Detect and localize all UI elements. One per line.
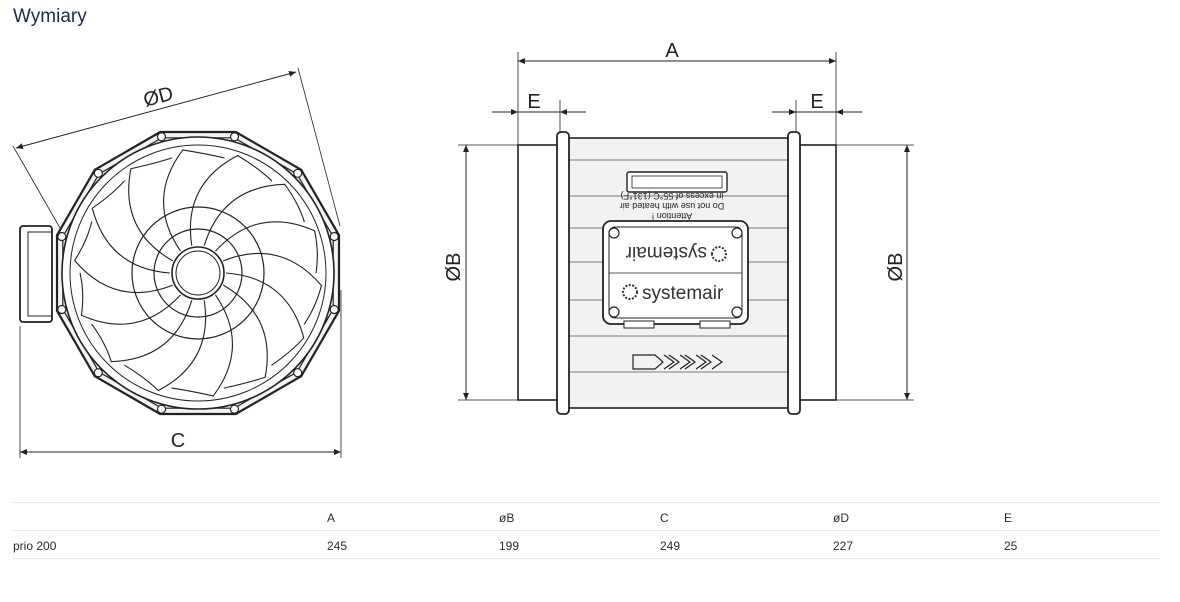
fan-blade [163,149,225,252]
bolt [329,304,339,315]
fan-blade [203,183,305,246]
terminal-box: systemair systemair [602,220,749,329]
fan-blade [91,180,171,274]
label-d: ØD [141,83,176,112]
dimension-e-right: E [772,91,862,132]
bolt [229,404,240,414]
table-header: øD [833,511,849,525]
bolt [93,368,103,378]
label-e-right: E [810,91,823,113]
bolt [229,132,240,142]
table-cell: 249 [660,539,681,553]
bolt [57,304,67,315]
fan-blade [215,221,318,274]
label-c: C [171,430,185,452]
svg-text:Do not use with heated air: Do not use with heated air [620,201,725,211]
bolt [329,231,339,242]
fan-blade [171,294,233,397]
dimensions-table: A øB C øD E prio 200 245 199 249 227 25 [13,502,1160,559]
svg-text:systemair: systemair [642,283,724,304]
label-b-left: ØB [443,253,465,282]
dimension-e-left: E [492,91,586,132]
fan-blade [128,157,174,262]
svg-text:in excess of 55°C (131°F): in excess of 55°C (131°F) [621,191,724,201]
bolt [293,168,303,178]
label-b-right: ØB [885,253,907,282]
dimension-a: A [517,40,837,145]
fan-blade [73,221,173,293]
brand-logo-upside-down: systemair [625,242,727,263]
table-header: øB [499,511,515,525]
fan-side-view: Attention ! Do not use with heated air i… [517,131,837,415]
svg-text:Attention !: Attention ! [652,211,693,221]
bolt [57,231,67,242]
table-cell: 245 [327,539,348,553]
fan-impeller [73,149,322,397]
table-row: prio 200 245 199 249 227 25 [13,530,1160,559]
table-header-row: A øB C øD E [13,502,1160,530]
table-cell-model: prio 200 [13,539,57,553]
fan-blade [225,272,305,366]
svg-text:systemair: systemair [625,242,707,263]
warning-label: Attention ! Do not use with heated air i… [620,191,725,221]
fan-blade [189,154,273,246]
table-cell: 227 [833,539,854,553]
dimension-b-left: ØB [443,144,518,401]
airflow-arrows [632,354,724,370]
label-a: A [665,40,679,62]
table-header: C [660,511,669,525]
dimension-c: C [19,290,342,458]
dimension-b-right: ØB [836,144,914,401]
fan-blade [79,272,181,325]
brand-logo: systemair [622,283,724,304]
fan-blade [223,253,322,325]
fan-front-view [19,130,341,416]
table-header: E [1004,511,1013,525]
bolt [156,404,167,414]
table-cell: 25 [1004,539,1018,553]
label-e-left: E [527,91,540,113]
page-title: Wymiary [13,6,87,27]
bolt [156,132,167,142]
table-header: A [327,511,336,525]
dimension-drawing: ØD C Attention ! Do not use with heated … [12,40,914,458]
fan-blade [123,300,207,392]
bolt [93,168,103,178]
fan-blade [91,300,193,363]
fan-blade [222,284,268,389]
table-cell: 199 [499,539,520,553]
bolt [293,368,303,378]
